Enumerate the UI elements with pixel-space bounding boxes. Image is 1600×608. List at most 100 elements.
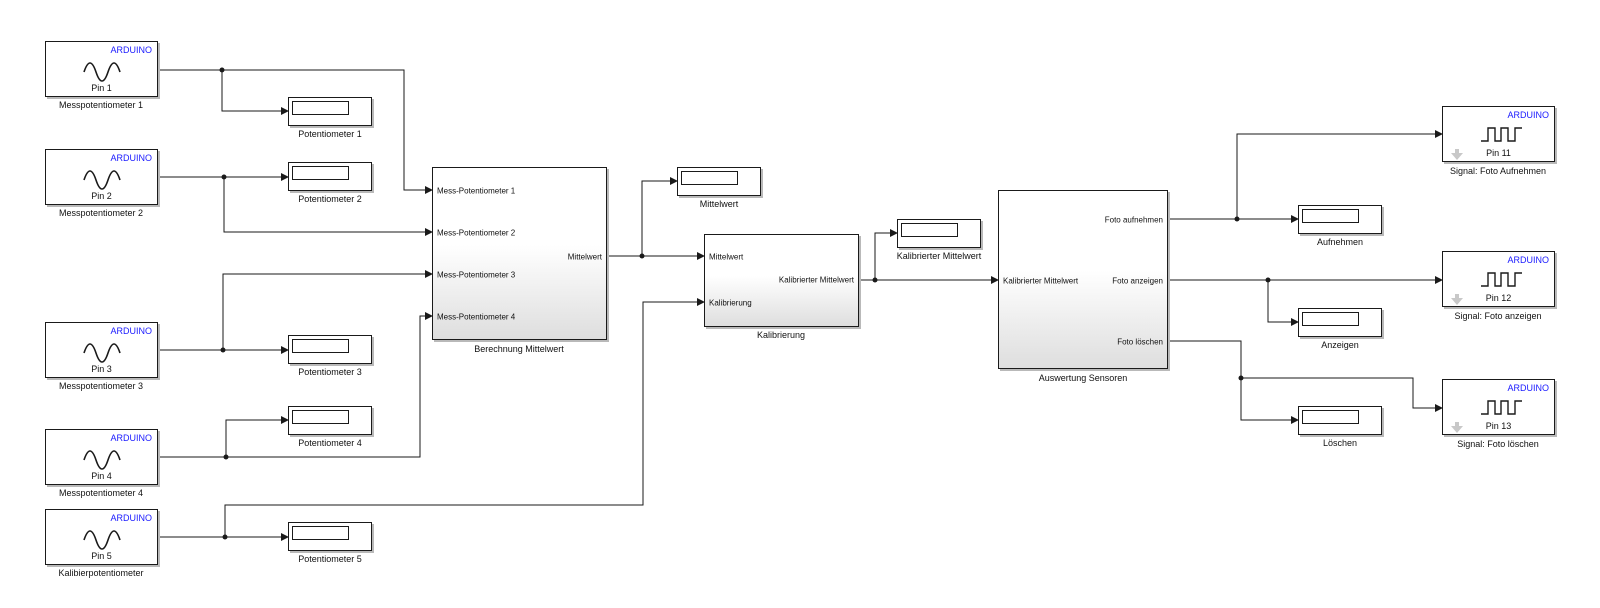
display-block-pot5[interactable] — [288, 522, 372, 551]
input-port-label: Mess-Potentiometer 1 — [437, 186, 516, 196]
input-port-label: Mess-Potentiometer 2 — [437, 228, 516, 238]
pulse-wave-icon — [1451, 400, 1522, 433]
display-block-mittelwert[interactable] — [677, 167, 761, 196]
arduino-tag: ARDUINO — [110, 153, 152, 163]
signal-line — [221, 70, 289, 115]
branch-point — [872, 277, 878, 283]
block-name: Kalibrierung — [756, 330, 806, 340]
pin-label: Pin 4 — [91, 471, 112, 481]
block-name: Kalibrierter Mittelwert — [896, 251, 982, 261]
display-block-loeschen[interactable] — [1298, 406, 1382, 435]
arduino-tag: ARDUINO — [1507, 110, 1549, 120]
output-port-label: Foto anzeigen — [1112, 276, 1163, 286]
signal-line — [1267, 280, 1299, 326]
block-name: Anzeigen — [1321, 340, 1359, 350]
pin-label: Pin 2 — [91, 191, 112, 201]
sine-wave-icon — [83, 450, 121, 470]
sine-wave-icon — [83, 530, 121, 550]
arduino-tag: ARDUINO — [110, 433, 152, 443]
subsystem-kalibrierung[interactable]: Mittelwert Kalibrierung Kalibrierter Mit… — [704, 234, 859, 327]
arduino-tag: ARDUINO — [1507, 255, 1549, 265]
block-name: Berechnung Mittelwert — [474, 344, 564, 354]
pin-label: Pin 1 — [91, 83, 112, 93]
subsystem-auswertung-sensoren[interactable]: Kalibrierter Mittelwert Foto aufnehmen F… — [998, 190, 1168, 369]
display-value-box — [292, 526, 349, 540]
analog-input-block-pin5[interactable]: ARDUINO Pin 5 — [45, 509, 158, 565]
block-name: Signal: Foto Aufnehmen — [1449, 166, 1547, 176]
pulse-wave-icon — [1451, 272, 1522, 305]
display-value-box — [292, 101, 349, 115]
block-name: Löschen — [1322, 438, 1358, 448]
analog-input-block-pin2[interactable]: ARDUINO Pin 2 — [45, 149, 158, 205]
arrow-down-icon — [1451, 422, 1463, 433]
display-value-box — [1302, 410, 1359, 424]
signal-line — [223, 177, 433, 236]
display-value-box — [292, 339, 349, 353]
block-name: Potentiometer 5 — [298, 554, 362, 564]
display-value-box — [292, 166, 349, 180]
block-name: Messpotentiometer 1 — [58, 100, 144, 110]
signal-line — [225, 416, 289, 457]
block-name: Messpotentiometer 2 — [58, 208, 144, 218]
display-block-pot3[interactable] — [288, 335, 372, 364]
sine-wave-icon — [83, 62, 121, 82]
block-name: Potentiometer 2 — [298, 194, 362, 204]
input-port-label: Mess-Potentiometer 4 — [437, 312, 516, 322]
display-block-aufnehmen[interactable] — [1298, 205, 1382, 234]
block-name: Potentiometer 4 — [298, 438, 362, 448]
signal-line — [874, 229, 898, 280]
arduino-tag: ARDUINO — [110, 45, 152, 55]
input-port-label: Mittelwert — [709, 252, 744, 262]
display-block-kalibrierter-mittelwert[interactable] — [897, 219, 981, 248]
branch-point — [219, 67, 225, 73]
branch-point — [220, 347, 226, 353]
pin-label: Pin 13 — [1485, 421, 1512, 431]
branch-point — [1234, 216, 1240, 222]
analog-input-block-pin4[interactable]: ARDUINO Pin 4 — [45, 429, 158, 485]
branch-point — [223, 454, 229, 460]
display-block-pot4[interactable] — [288, 406, 372, 435]
block-name: Messpotentiometer 4 — [58, 488, 144, 498]
signal-line — [158, 312, 433, 458]
pin-label: Pin 11 — [1486, 148, 1511, 158]
subsystem-berechnung-mittelwert[interactable]: Mess-Potentiometer 1 Mess-Potentiometer … — [432, 167, 607, 340]
display-value-box — [901, 223, 958, 237]
digital-output-block-pin13[interactable]: ARDUINO Pin 13 — [1442, 379, 1555, 435]
arrow-down-icon — [1451, 294, 1463, 305]
analog-input-block-pin3[interactable]: ARDUINO Pin 3 — [45, 322, 158, 378]
signal-line — [222, 270, 433, 350]
block-name: Signal: Foto löschen — [1457, 439, 1539, 449]
branch-point — [1238, 375, 1244, 381]
sine-wave-icon — [83, 170, 121, 190]
block-name: Messpotentiometer 3 — [58, 381, 144, 391]
pulse-wave-icon — [1451, 127, 1522, 160]
branch-point — [639, 253, 645, 259]
display-block-pot1[interactable] — [288, 97, 372, 126]
signal-line — [158, 69, 433, 194]
signal-line — [1240, 378, 1299, 424]
display-block-anzeigen[interactable] — [1298, 308, 1382, 337]
display-value-box — [292, 410, 349, 424]
analog-input-block-pin1[interactable]: ARDUINO Pin 1 — [45, 41, 158, 97]
block-name: Mittelwert — [699, 199, 739, 209]
signal-line — [641, 177, 678, 256]
block-name: Auswertung Sensoren — [1038, 373, 1128, 383]
block-name: Potentiometer 1 — [298, 129, 362, 139]
branch-point — [222, 534, 228, 540]
branch-point — [1265, 277, 1271, 283]
digital-output-block-pin12[interactable]: ARDUINO Pin 12 — [1442, 251, 1555, 307]
display-value-box — [681, 171, 738, 185]
signal-line — [1168, 340, 1443, 412]
display-block-pot2[interactable] — [288, 162, 372, 191]
output-port-label: Mittelwert — [567, 252, 602, 262]
output-port-label: Foto löschen — [1117, 337, 1163, 347]
block-name: Potentiometer 3 — [298, 367, 362, 377]
digital-output-block-pin11[interactable]: ARDUINO Pin 11 — [1442, 106, 1555, 162]
input-port-label: Mess-Potentiometer 3 — [437, 270, 516, 280]
pin-label: Pin 5 — [91, 551, 112, 561]
sine-wave-icon — [83, 343, 121, 363]
display-value-box — [1302, 209, 1359, 223]
input-port-label: Kalibrierung — [709, 298, 752, 308]
signal-line — [1236, 130, 1443, 219]
